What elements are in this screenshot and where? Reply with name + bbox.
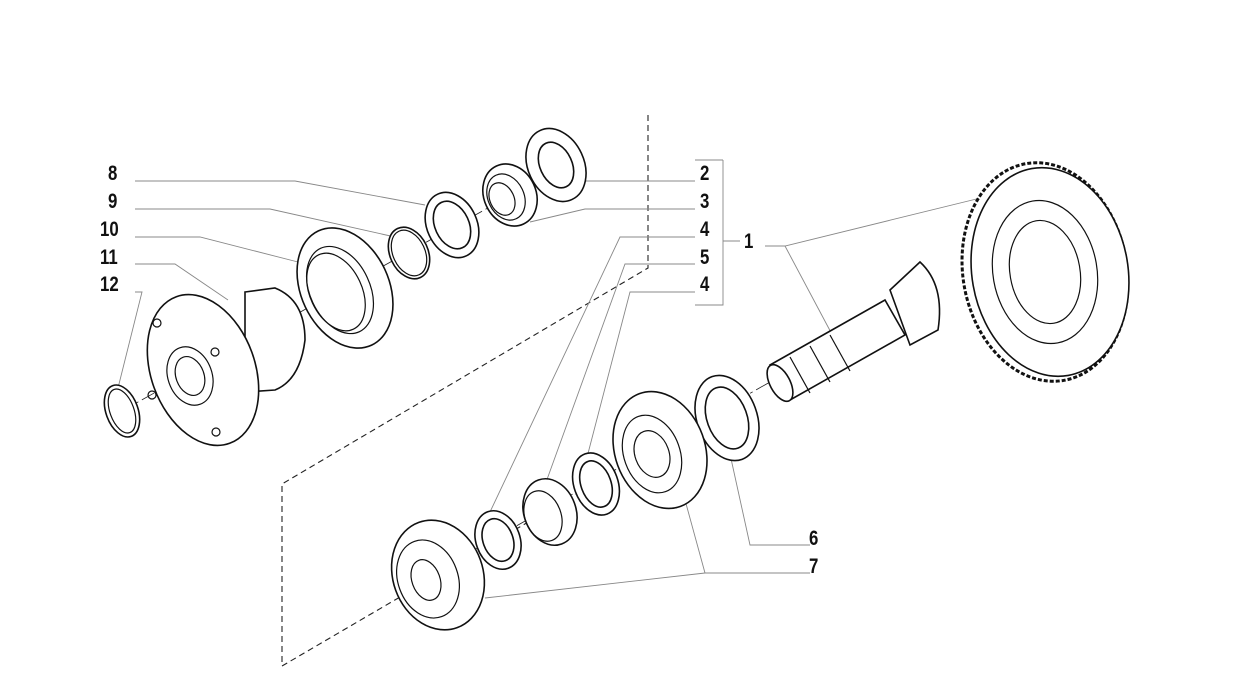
callout-2: 2 bbox=[700, 162, 710, 185]
part-5-ring bbox=[522, 478, 578, 546]
part-6-shim bbox=[694, 374, 760, 462]
callout-4-upper: 4 bbox=[700, 218, 710, 241]
part-2-washer bbox=[525, 127, 587, 203]
part-4-spacer-lower bbox=[474, 510, 522, 570]
callout-6: 6 bbox=[809, 527, 819, 550]
part-10-cover bbox=[296, 227, 394, 349]
part-8-ring bbox=[424, 191, 480, 259]
part-11-flange bbox=[146, 287, 306, 447]
part-7-bearing-upper bbox=[612, 390, 708, 510]
part-4-spacer-upper bbox=[571, 452, 621, 516]
leader-lines bbox=[117, 159, 1006, 599]
callout-3: 3 bbox=[700, 190, 710, 213]
callout-9: 9 bbox=[108, 190, 118, 213]
callout-8: 8 bbox=[108, 162, 118, 185]
part-3-ring-nut bbox=[482, 163, 538, 227]
part-12-circlip bbox=[103, 384, 141, 438]
callout-4-lower: 4 bbox=[700, 273, 710, 296]
callout-7: 7 bbox=[809, 555, 819, 578]
callout-12: 12 bbox=[100, 273, 119, 296]
part-1-ring-gear bbox=[960, 161, 1130, 383]
part-7-bearing-lower bbox=[390, 519, 486, 631]
callout-11: 11 bbox=[100, 246, 118, 269]
part-9-o-ring bbox=[387, 226, 431, 280]
callout-5: 5 bbox=[700, 246, 710, 269]
callout-10: 10 bbox=[100, 218, 119, 241]
callout-1: 1 bbox=[744, 230, 754, 253]
part-1-pinion-shaft bbox=[766, 260, 941, 403]
